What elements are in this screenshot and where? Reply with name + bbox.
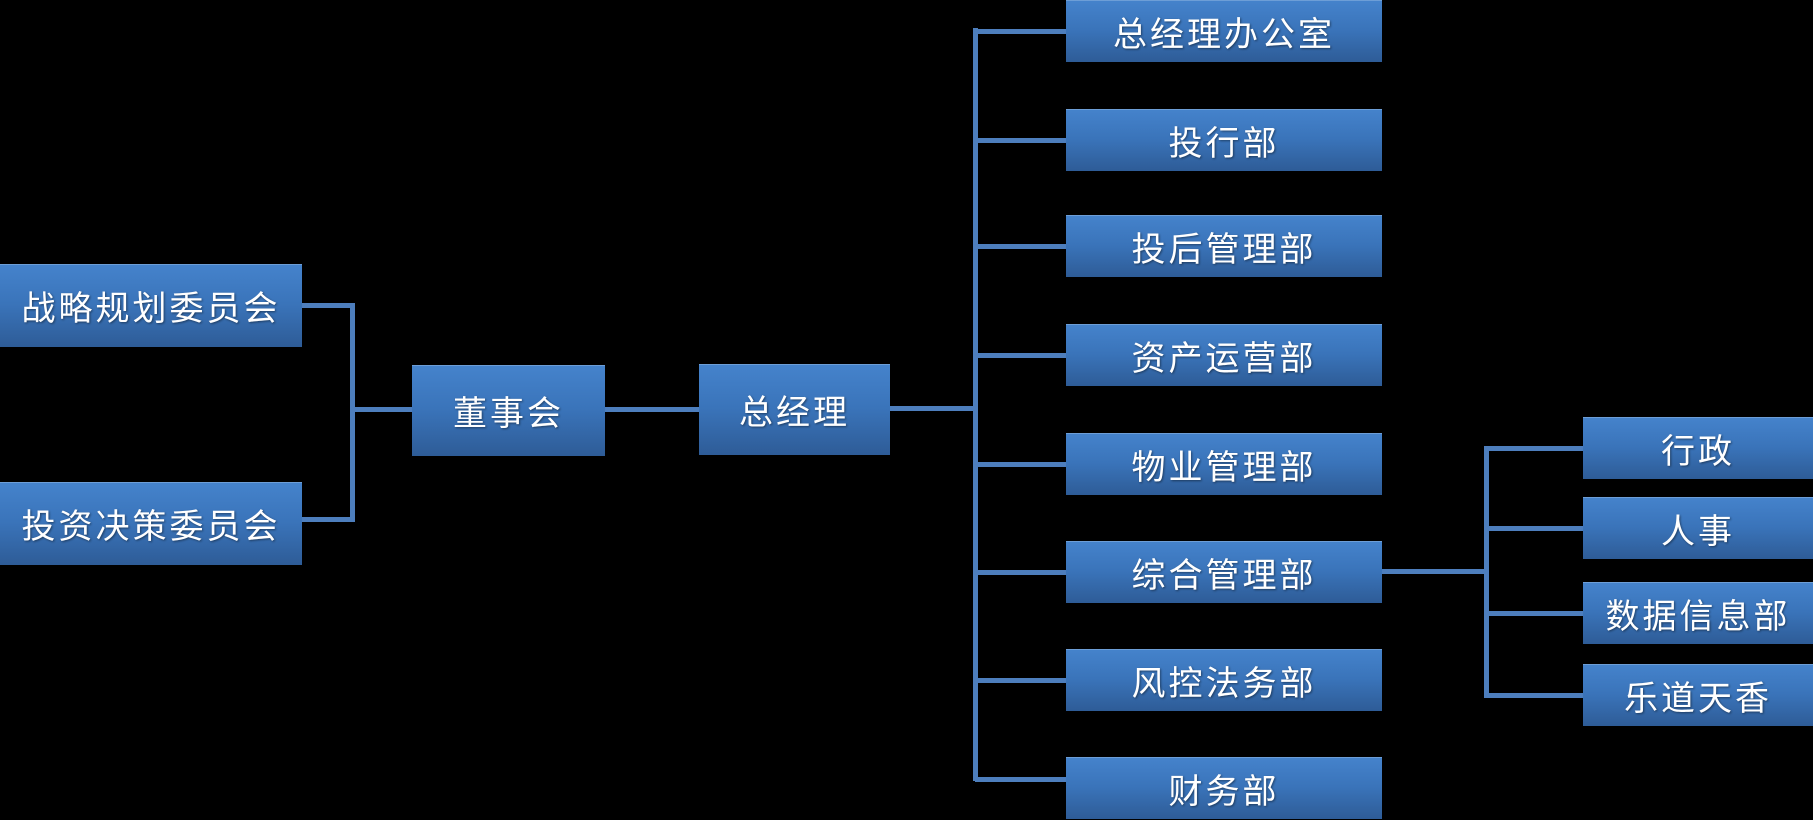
org-node-gm-office: 总经理办公室 (1066, 0, 1382, 62)
org-node-ledao-tianxiang: 乐道天香 (1583, 664, 1813, 726)
connector-sub-trunk (1484, 446, 1489, 698)
connector-board-gm (605, 407, 699, 412)
connector-dept-stub-6 (975, 570, 1066, 575)
connector-sub-stub-1 (1486, 446, 1583, 451)
org-node-investment-banking: 投行部 (1066, 109, 1382, 171)
org-node-finance: 财务部 (1066, 757, 1382, 819)
connector-dept-trunk (973, 28, 978, 781)
org-node-hr: 人事 (1583, 497, 1813, 559)
org-node-post-investment-mgmt: 投后管理部 (1066, 215, 1382, 277)
org-node-general-mgmt: 综合管理部 (1066, 541, 1382, 603)
org-node-risk-legal: 风控法务部 (1066, 649, 1382, 711)
connector-gm-trunk (890, 406, 977, 411)
connector-dept-stub-8 (975, 777, 1066, 782)
org-node-property-mgmt: 物业管理部 (1066, 433, 1382, 495)
connector-dept-stub-4 (975, 353, 1066, 358)
connector-sub-stub-3 (1486, 611, 1583, 616)
org-node-strategic-planning-committee: 战略规划委员会 (0, 264, 302, 347)
connector-dept-stub-2 (975, 138, 1066, 143)
connector-board-in (352, 407, 412, 412)
connector-dept-stub-5 (975, 462, 1066, 467)
connector-committees-vertical (350, 303, 355, 522)
connector-dept-stub-1 (975, 29, 1066, 34)
org-node-board-of-directors: 董事会 (412, 365, 605, 456)
connector-dept-stub-7 (975, 678, 1066, 683)
connector-investment-committee (302, 517, 354, 522)
connector-sub-stub-2 (1486, 526, 1583, 531)
connector-general-mgmt-out (1382, 569, 1488, 574)
org-node-asset-operations: 资产运营部 (1066, 324, 1382, 386)
org-node-investment-decision-committee: 投资决策委员会 (0, 482, 302, 565)
connector-dept-stub-3 (975, 244, 1066, 249)
connector-strategic-committee (302, 303, 354, 308)
connector-sub-stub-4 (1486, 693, 1583, 698)
org-node-data-information: 数据信息部 (1583, 582, 1813, 644)
org-node-administration: 行政 (1583, 417, 1813, 479)
org-node-general-manager: 总经理 (699, 364, 890, 455)
